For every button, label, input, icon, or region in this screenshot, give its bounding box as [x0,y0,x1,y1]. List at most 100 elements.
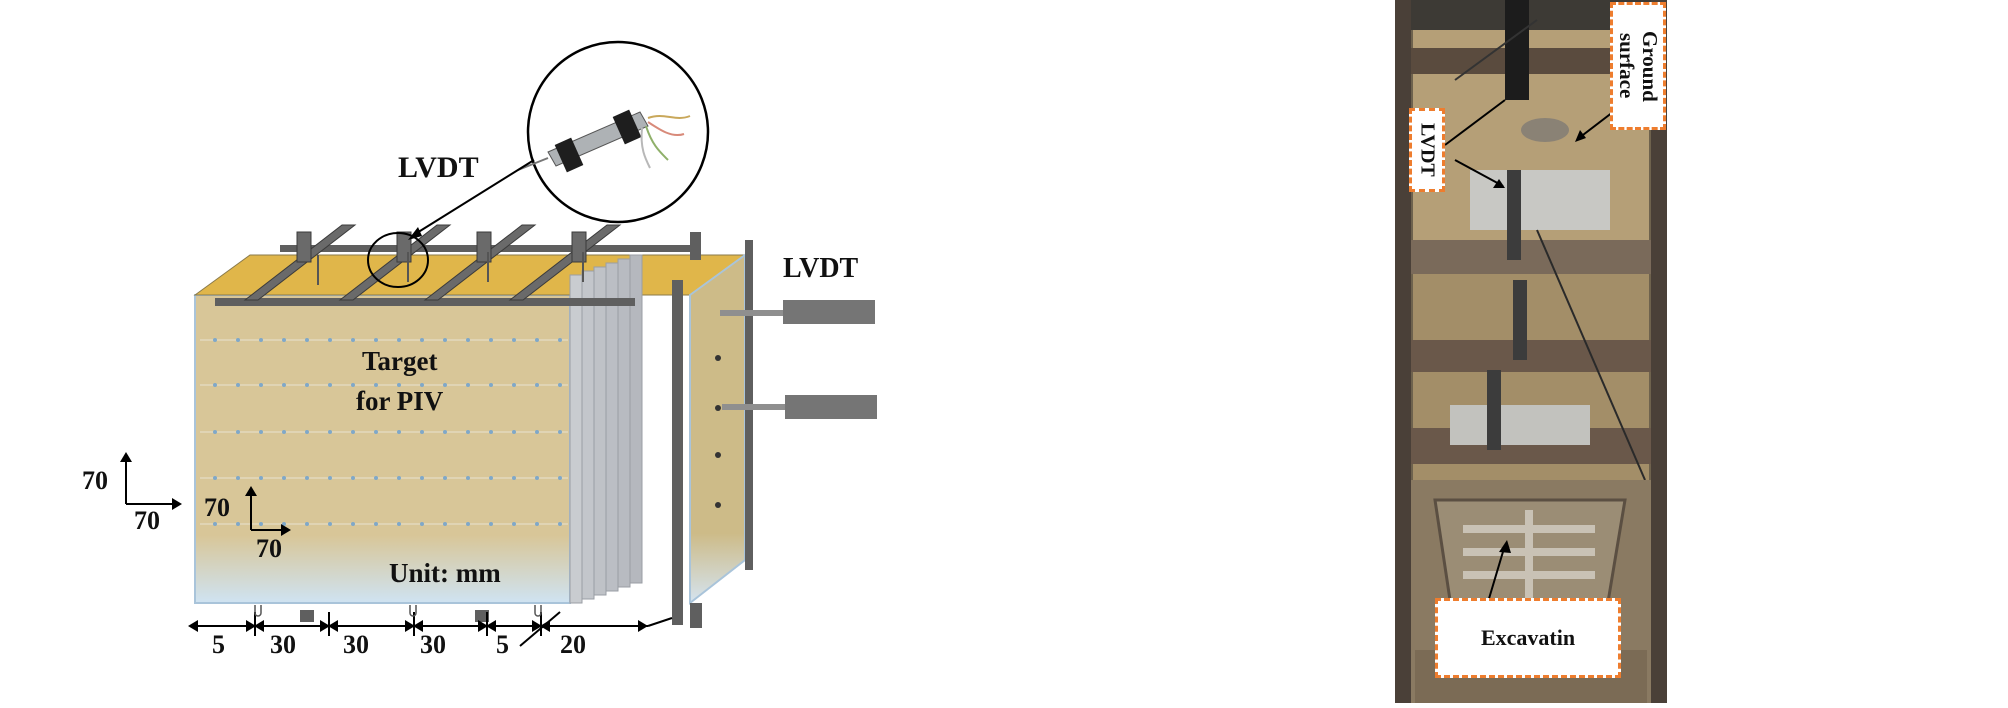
piv-target-dot [328,338,332,342]
piv-target-dot [213,522,217,526]
support-panels [569,254,643,604]
dimension-4: 30 [420,630,446,659]
inner-scale-horizontal: 70 [256,534,282,563]
piv-target-dot [328,383,332,387]
piv-target-dot [397,430,401,434]
piv-target-dot [305,338,309,342]
piv-target-dot [374,430,378,434]
piv-target-dot [535,522,539,526]
piv-target-dot [466,476,470,480]
inner-scale-vertical: 70 [204,493,230,522]
ground-surface-label: Ground surface [1610,2,1666,130]
piv-target-dot [558,522,562,526]
piv-target-dot [443,338,447,342]
piv-target-dot [535,383,539,387]
piv-target-dot [443,476,447,480]
piv-target-dot [512,476,516,480]
piv-target-dot [282,383,286,387]
piv-target-dot [328,476,332,480]
piv-target-dot [259,476,263,480]
soil-front-face [194,294,571,604]
experiment-photo: Ground surface LVDT Excavatin [1395,0,1667,703]
piv-target-dot [374,338,378,342]
piv-target-dot [351,430,355,434]
piv-target-dot [535,430,539,434]
piv-target-dot [374,522,378,526]
dimension-5: 5 [496,630,509,659]
piv-target-dot [397,338,401,342]
piv-target-dot [282,476,286,480]
piv-target-dot [558,430,562,434]
piv-target-dot [351,522,355,526]
piv-target-dot [351,476,355,480]
lvdt-leader-arrow [408,227,422,240]
piv-target-dot [328,522,332,526]
outer-scale-horizontal: 70 [134,506,160,535]
excavation-label: Excavatin [1435,598,1621,678]
piv-target-dot [213,430,217,434]
piv-target-dot [489,430,493,434]
piv-target-dot [236,338,240,342]
piv-target-dot [374,383,378,387]
lvdt-side-label: LVDT [783,253,859,284]
piv-target-dot [489,476,493,480]
unit-label: Unit: mm [389,558,501,588]
model-box-diagram [120,40,877,647]
piv-target-dot [259,383,263,387]
target-label-line2: for PIV [356,386,444,416]
piv-target-dot [213,383,217,387]
piv-target-dot [305,430,309,434]
piv-target-dot [558,383,562,387]
piv-target-dot [374,476,378,480]
piv-target-dot [236,383,240,387]
outer-scale-arrows [120,452,182,510]
piv-target-dot [328,430,332,434]
piv-target-dot [236,476,240,480]
piv-target-dot [259,430,263,434]
piv-target-dot [512,338,516,342]
piv-target-dot [397,476,401,480]
piv-target-dot [489,383,493,387]
piv-target-dot [535,338,539,342]
piv-target-dot [420,476,424,480]
piv-target-dot [443,383,447,387]
piv-target-dot [282,522,286,526]
dimension-3: 30 [343,630,369,659]
side-bolts [715,355,721,508]
side-lvdt-sensors [720,300,877,419]
piv-target-dot [305,476,309,480]
piv-target-dot [443,522,447,526]
piv-target-dot [489,338,493,342]
piv-target-dot [213,338,217,342]
piv-target-dot [420,430,424,434]
piv-target-dot [512,522,516,526]
piv-target-dot [397,383,401,387]
piv-target-dot [443,430,447,434]
piv-target-dot [259,522,263,526]
lvdt-leader-line [411,159,535,237]
piv-target-grid [200,338,568,526]
piv-target-dot [351,383,355,387]
piv-target-dot [305,383,309,387]
piv-target-dot [236,522,240,526]
bottom-dimension-line [188,611,673,647]
dimension-2: 30 [270,630,296,659]
piv-target-dot [282,338,286,342]
piv-target-dot [397,522,401,526]
lvdt-highlight-circle [367,232,429,288]
piv-target-dot [236,430,240,434]
piv-target-dot [512,383,516,387]
piv-target-dot [213,476,217,480]
piv-target-dot [420,383,424,387]
piv-target-dot [466,522,470,526]
support-pins [254,605,542,617]
piv-target-dot [535,476,539,480]
lvdt-photo-label: LVDT [1409,108,1445,192]
soil-side-face [689,253,746,606]
lvdt-sensor-icon [517,109,691,173]
piv-target-dot [351,338,355,342]
piv-target-dot [489,522,493,526]
piv-target-dot [420,338,424,342]
dimension-6: 20 [560,630,586,659]
outer-scale-vertical: 70 [82,466,108,495]
